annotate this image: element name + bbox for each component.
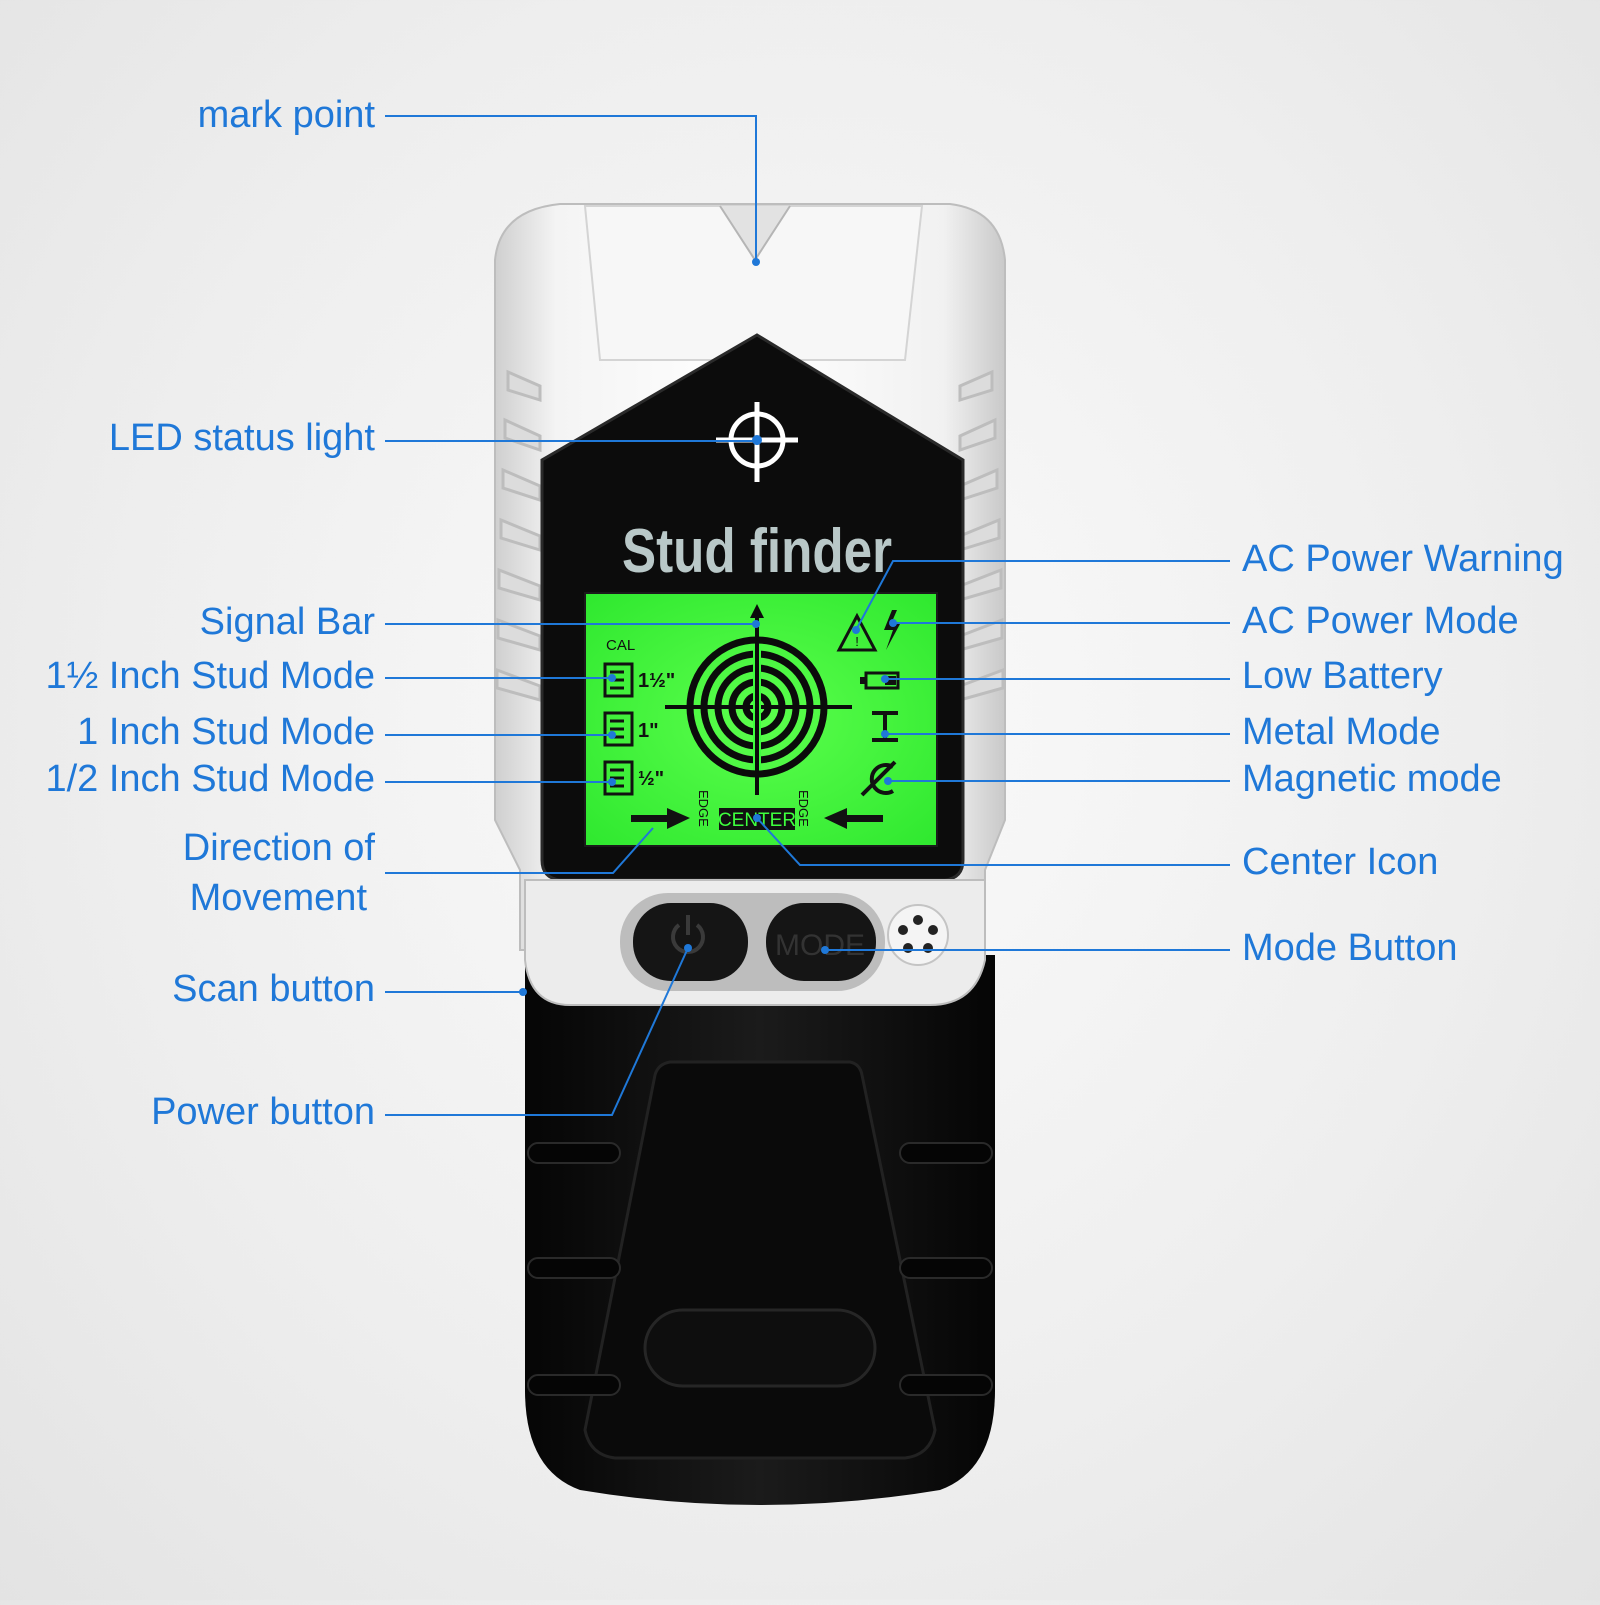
arrow-right-icon <box>631 808 690 829</box>
stud-mark-1: 1" <box>638 720 659 742</box>
label-stud-1-mode: 1 Inch Stud Mode <box>77 711 375 753</box>
arrow-left-icon <box>824 808 883 829</box>
label-power-button: Power button <box>151 1091 375 1133</box>
power-button[interactable] <box>633 903 748 981</box>
speaker-icon <box>887 904 949 966</box>
callout-lines <box>385 115 1230 1116</box>
label-scan-button: Scan button <box>172 968 375 1010</box>
label-mark-point: mark point <box>197 94 375 136</box>
label-led-status-light: LED status light <box>108 417 375 459</box>
label-signal-bar: Signal Bar <box>199 601 375 643</box>
label-direction-line2: Movement <box>189 877 367 919</box>
lcd-edge-right: EDGE <box>796 790 811 827</box>
label-center-icon: Center Icon <box>1242 841 1439 883</box>
device-body: MODE Stud finder CAL <box>494 203 1006 1505</box>
label-magnetic-mode: Magnetic mode <box>1242 758 1502 800</box>
stud-mark-half: ½" <box>638 768 664 790</box>
brand-text: Stud finder <box>622 517 892 586</box>
label-ac-power-warning: AC Power Warning <box>1242 538 1564 580</box>
label-stud-half-mode: 1/2 Inch Stud Mode <box>45 758 375 800</box>
lightning-icon <box>884 610 900 650</box>
svg-text:!: ! <box>855 634 859 649</box>
label-ac-power-mode: AC Power Mode <box>1242 600 1519 642</box>
mode-button-text: MODE <box>775 929 865 962</box>
magnet-icon <box>860 760 897 797</box>
stud-icon <box>603 662 634 796</box>
lcd-edge-left: EDGE <box>696 790 711 827</box>
warning-triangle-icon: ! <box>836 612 878 652</box>
label-stud-1-5-mode: 1½ Inch Stud Mode <box>45 655 375 697</box>
lcd-screen: CAL 1½" 1" ½" <box>584 592 938 847</box>
stud-mark-1-5: 1½" <box>638 670 675 692</box>
label-direction-line1: Direction of <box>182 827 375 869</box>
label-mode-button: Mode Button <box>1242 927 1458 969</box>
lcd-cal-text: CAL <box>606 637 635 654</box>
callout-dots <box>519 258 897 996</box>
mode-button[interactable] <box>766 903 876 981</box>
label-low-battery: Low Battery <box>1242 655 1443 697</box>
battery-icon <box>860 671 900 690</box>
label-metal-mode: Metal Mode <box>1242 711 1441 753</box>
